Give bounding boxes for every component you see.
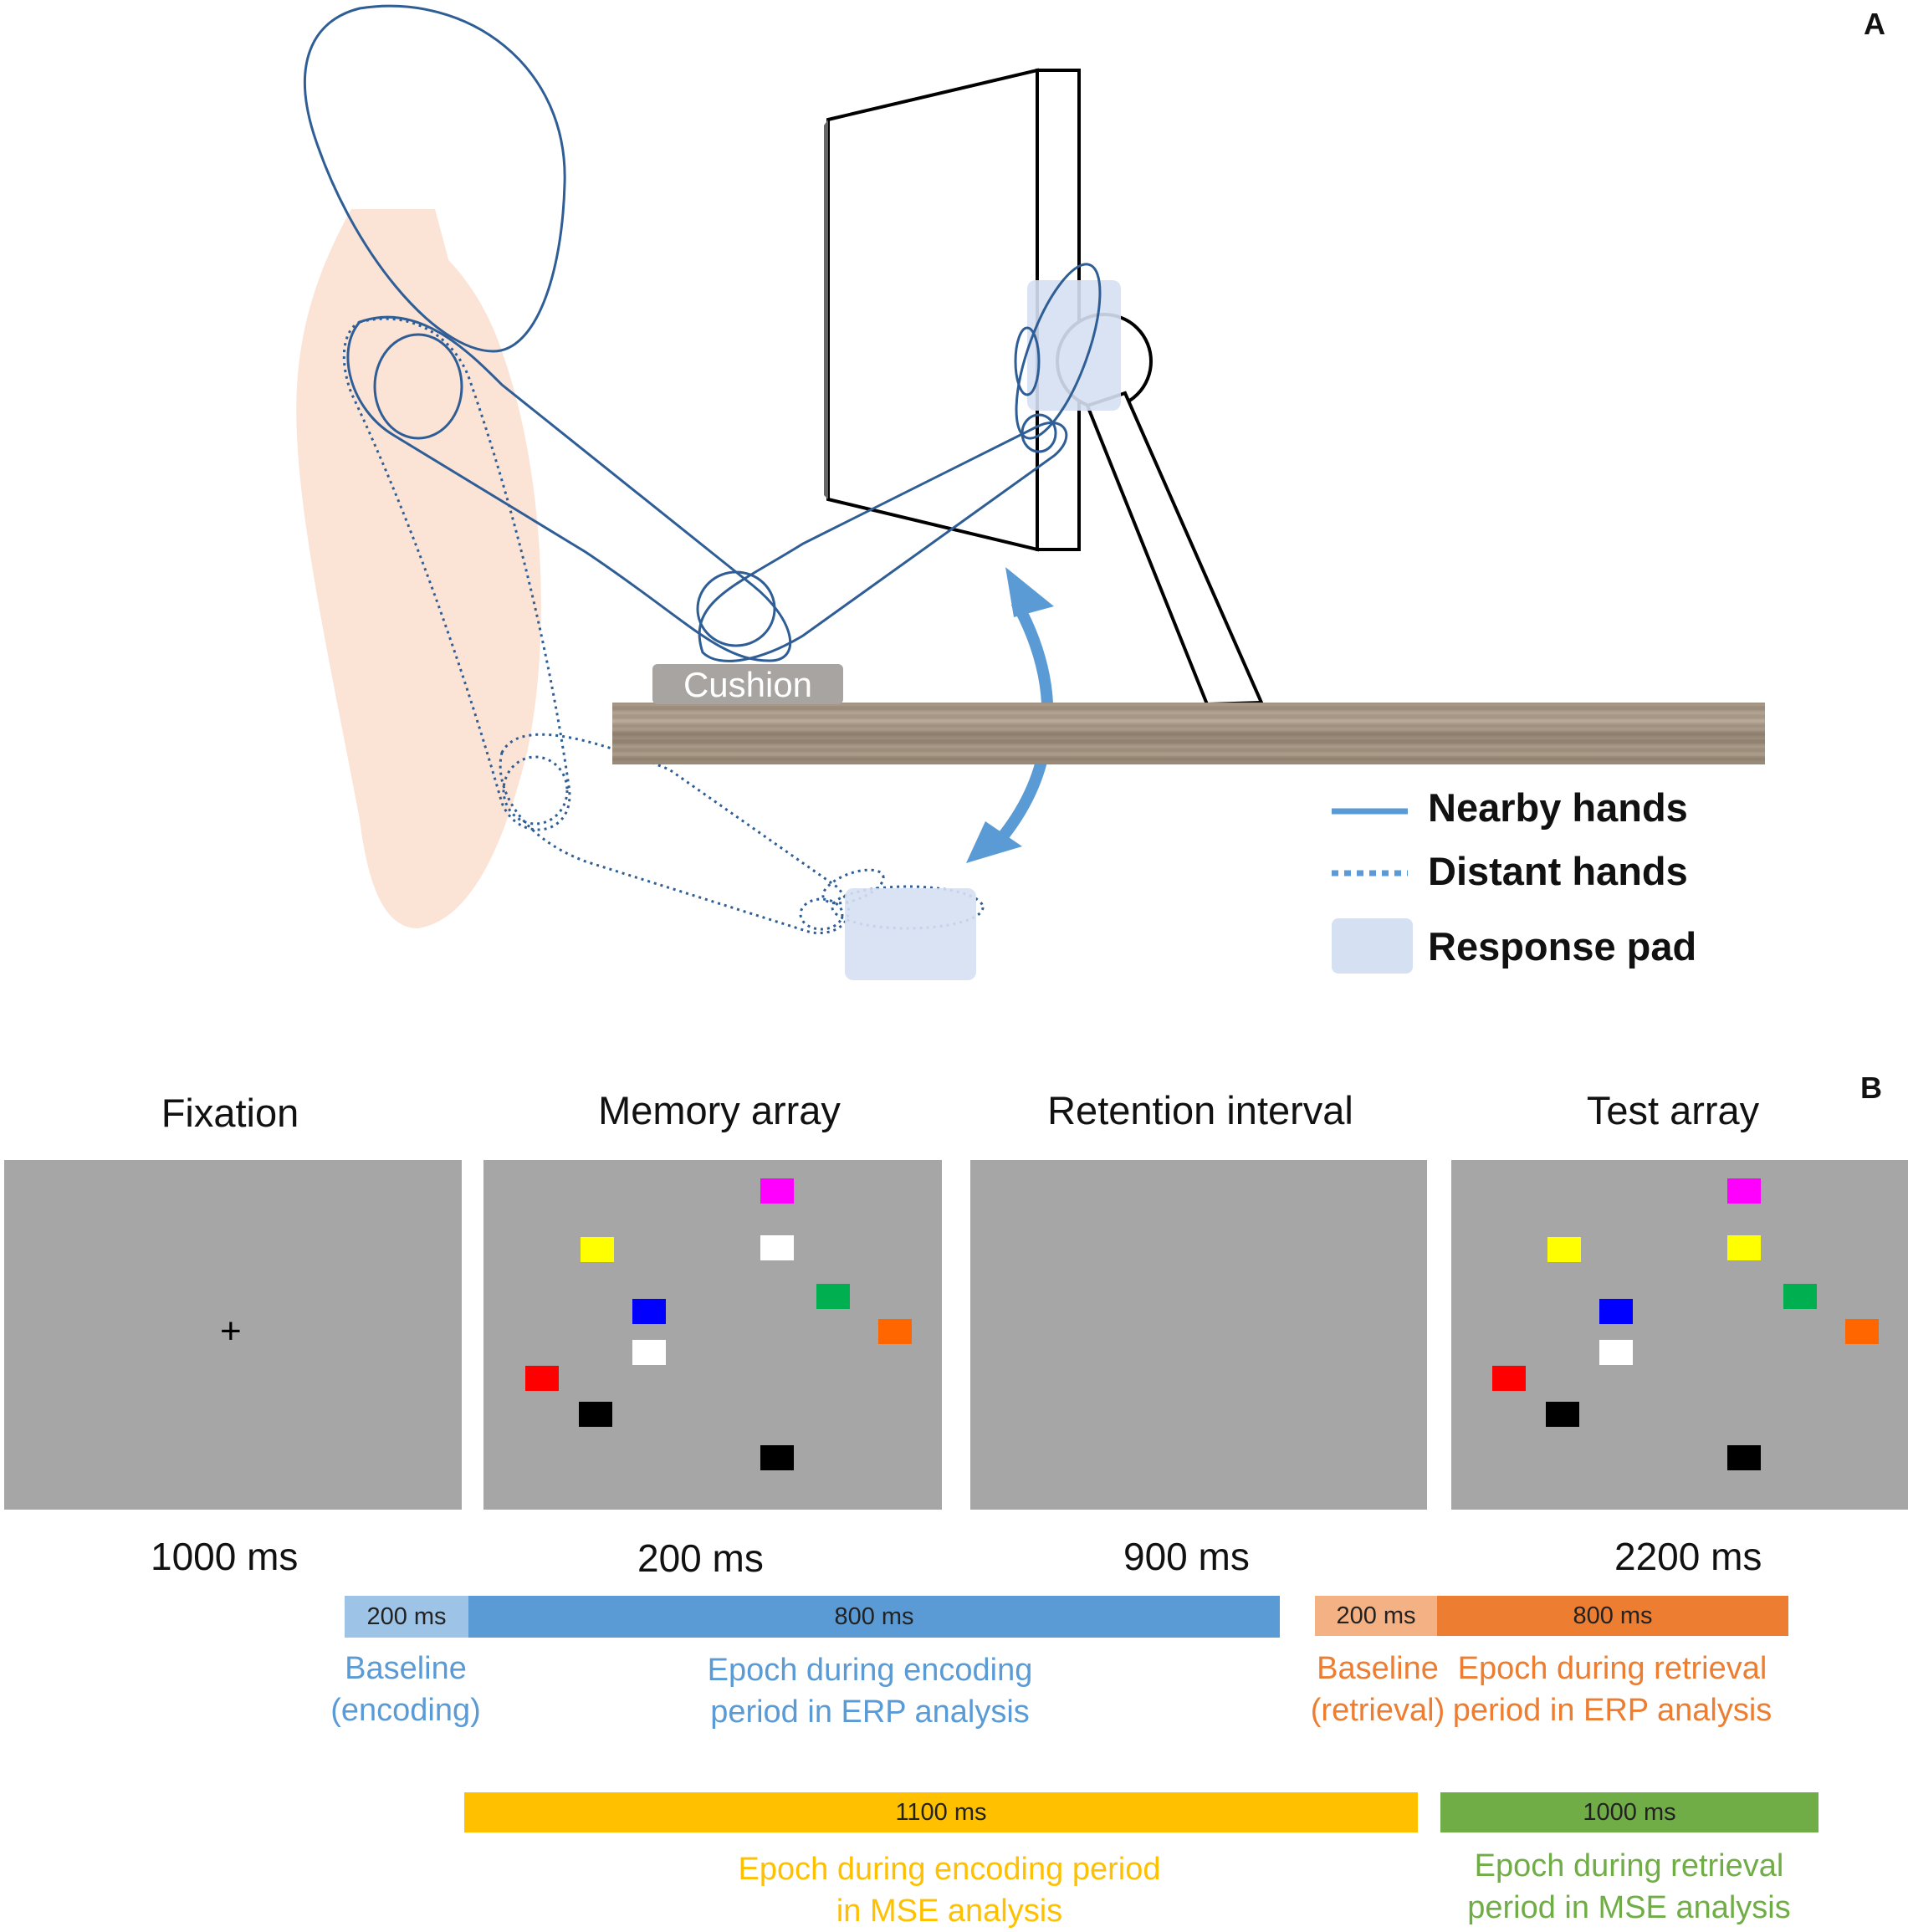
screen-test-array: [1451, 1160, 1908, 1510]
upper-arm-near: [346, 315, 792, 662]
neck-shape: [356, 209, 468, 351]
cushion: Cushion: [652, 664, 843, 704]
caption-line: Epoch during retrieval: [1474, 1848, 1784, 1883]
forearm-near: [698, 422, 1068, 662]
caption-line: period in ERP analysis: [710, 1694, 1030, 1730]
caption-mse-retrieval: Epoch during retrieval period in MSE ana…: [1460, 1845, 1798, 1929]
caption-line: Epoch during encoding: [707, 1653, 1033, 1688]
caption-baseline-retrieval: Baseline (retrieval): [1303, 1648, 1452, 1731]
legend-distant-hands: Distant hands: [1428, 849, 1688, 893]
test-square: [1783, 1284, 1817, 1309]
title-fixation: Fixation: [161, 1091, 299, 1135]
panel-b-letter: B: [1860, 1071, 1882, 1105]
caption-line: (encoding): [330, 1693, 481, 1728]
test-square: [1727, 1235, 1761, 1260]
bar-mse-encoding: 1100 ms: [464, 1792, 1418, 1832]
screen-memory-array: [483, 1160, 942, 1510]
test-square: [1727, 1445, 1761, 1470]
head-outline: [304, 4, 566, 353]
legend-response-pad: Response pad: [1428, 924, 1697, 969]
duration-fixation: 1000 ms: [151, 1535, 299, 1578]
arrow-head-bottom: [966, 821, 1022, 863]
screen-retention-interval: [970, 1160, 1427, 1510]
memory-square: [760, 1445, 794, 1470]
screen-fixation: +: [4, 1160, 462, 1510]
caption-line: in MSE analysis: [836, 1894, 1063, 1929]
bar-encoding-epoch: 800 ms: [468, 1596, 1280, 1638]
panel-a-letter: A: [1864, 7, 1885, 41]
test-square: [1492, 1366, 1526, 1391]
memory-square: [878, 1319, 912, 1344]
torso-shape: [296, 209, 541, 928]
elbow-far: [502, 755, 569, 825]
caption-mse-encoding: Epoch during encoding period in MSE anal…: [711, 1848, 1188, 1932]
memory-square: [581, 1237, 614, 1262]
thumb-near: [1014, 326, 1041, 396]
memory-square: [816, 1284, 850, 1309]
bar-mse-retrieval: 1000 ms: [1440, 1792, 1818, 1832]
caption-line: Epoch during encoding period: [738, 1852, 1161, 1887]
upper-arm-far: [342, 317, 571, 831]
finger-near: [1020, 413, 1057, 453]
setup-illustration: [296, 4, 1413, 980]
test-square: [1546, 1402, 1579, 1427]
bar-retrieval-epoch: 800 ms: [1437, 1596, 1788, 1636]
bar-encoding-baseline: 200 ms: [345, 1596, 468, 1638]
caption-baseline-encoding: Baseline (encoding): [318, 1648, 494, 1731]
test-square: [1599, 1340, 1633, 1365]
memory-square: [760, 1235, 794, 1260]
memory-square: [760, 1178, 794, 1204]
arrow-head-top: [1005, 567, 1054, 617]
memory-square: [525, 1366, 559, 1391]
finger-far: [799, 897, 844, 931]
title-retention-interval: Retention interval: [1047, 1088, 1353, 1132]
duration-test-array: 2200 ms: [1614, 1535, 1762, 1578]
caption-line: Baseline: [345, 1651, 467, 1686]
hand-near: [1015, 263, 1102, 440]
memory-square: [632, 1299, 666, 1324]
caption-line: Epoch during retrieval: [1457, 1651, 1767, 1686]
monitor-screen-shadow: [824, 120, 828, 499]
caption-epoch-retrieval: Epoch during retrieval period in ERP ana…: [1451, 1648, 1773, 1731]
shoulder-near: [373, 333, 463, 440]
legend-nearby-hands: Nearby hands: [1428, 785, 1688, 830]
memory-square: [632, 1340, 666, 1365]
test-square: [1727, 1178, 1761, 1204]
caption-line: period in MSE analysis: [1467, 1890, 1791, 1925]
caption-line: period in ERP analysis: [1452, 1693, 1772, 1728]
caption-line: Baseline: [1317, 1651, 1439, 1686]
response-pad-far: [845, 888, 976, 980]
title-memory-array: Memory array: [598, 1088, 841, 1132]
thumb-far: [821, 868, 885, 905]
memory-square: [579, 1402, 612, 1427]
bar-retrieval-baseline: 200 ms: [1315, 1596, 1437, 1636]
fixation-cross: +: [220, 1311, 242, 1352]
duration-memory-array: 200 ms: [637, 1536, 764, 1580]
test-square: [1599, 1299, 1633, 1324]
test-square: [1845, 1319, 1879, 1344]
duration-retention: 900 ms: [1123, 1535, 1250, 1578]
caption-line: (retrieval): [1310, 1693, 1445, 1728]
monitor-stand: [1085, 391, 1265, 707]
desk: [612, 703, 1765, 764]
caption-epoch-encoding: Epoch during encoding period in ERP anal…: [678, 1649, 1062, 1733]
test-square: [1547, 1237, 1581, 1262]
title-test-array: Test array: [1586, 1088, 1760, 1132]
elbow-near: [696, 570, 776, 647]
legend-pad-box: [1332, 918, 1413, 974]
